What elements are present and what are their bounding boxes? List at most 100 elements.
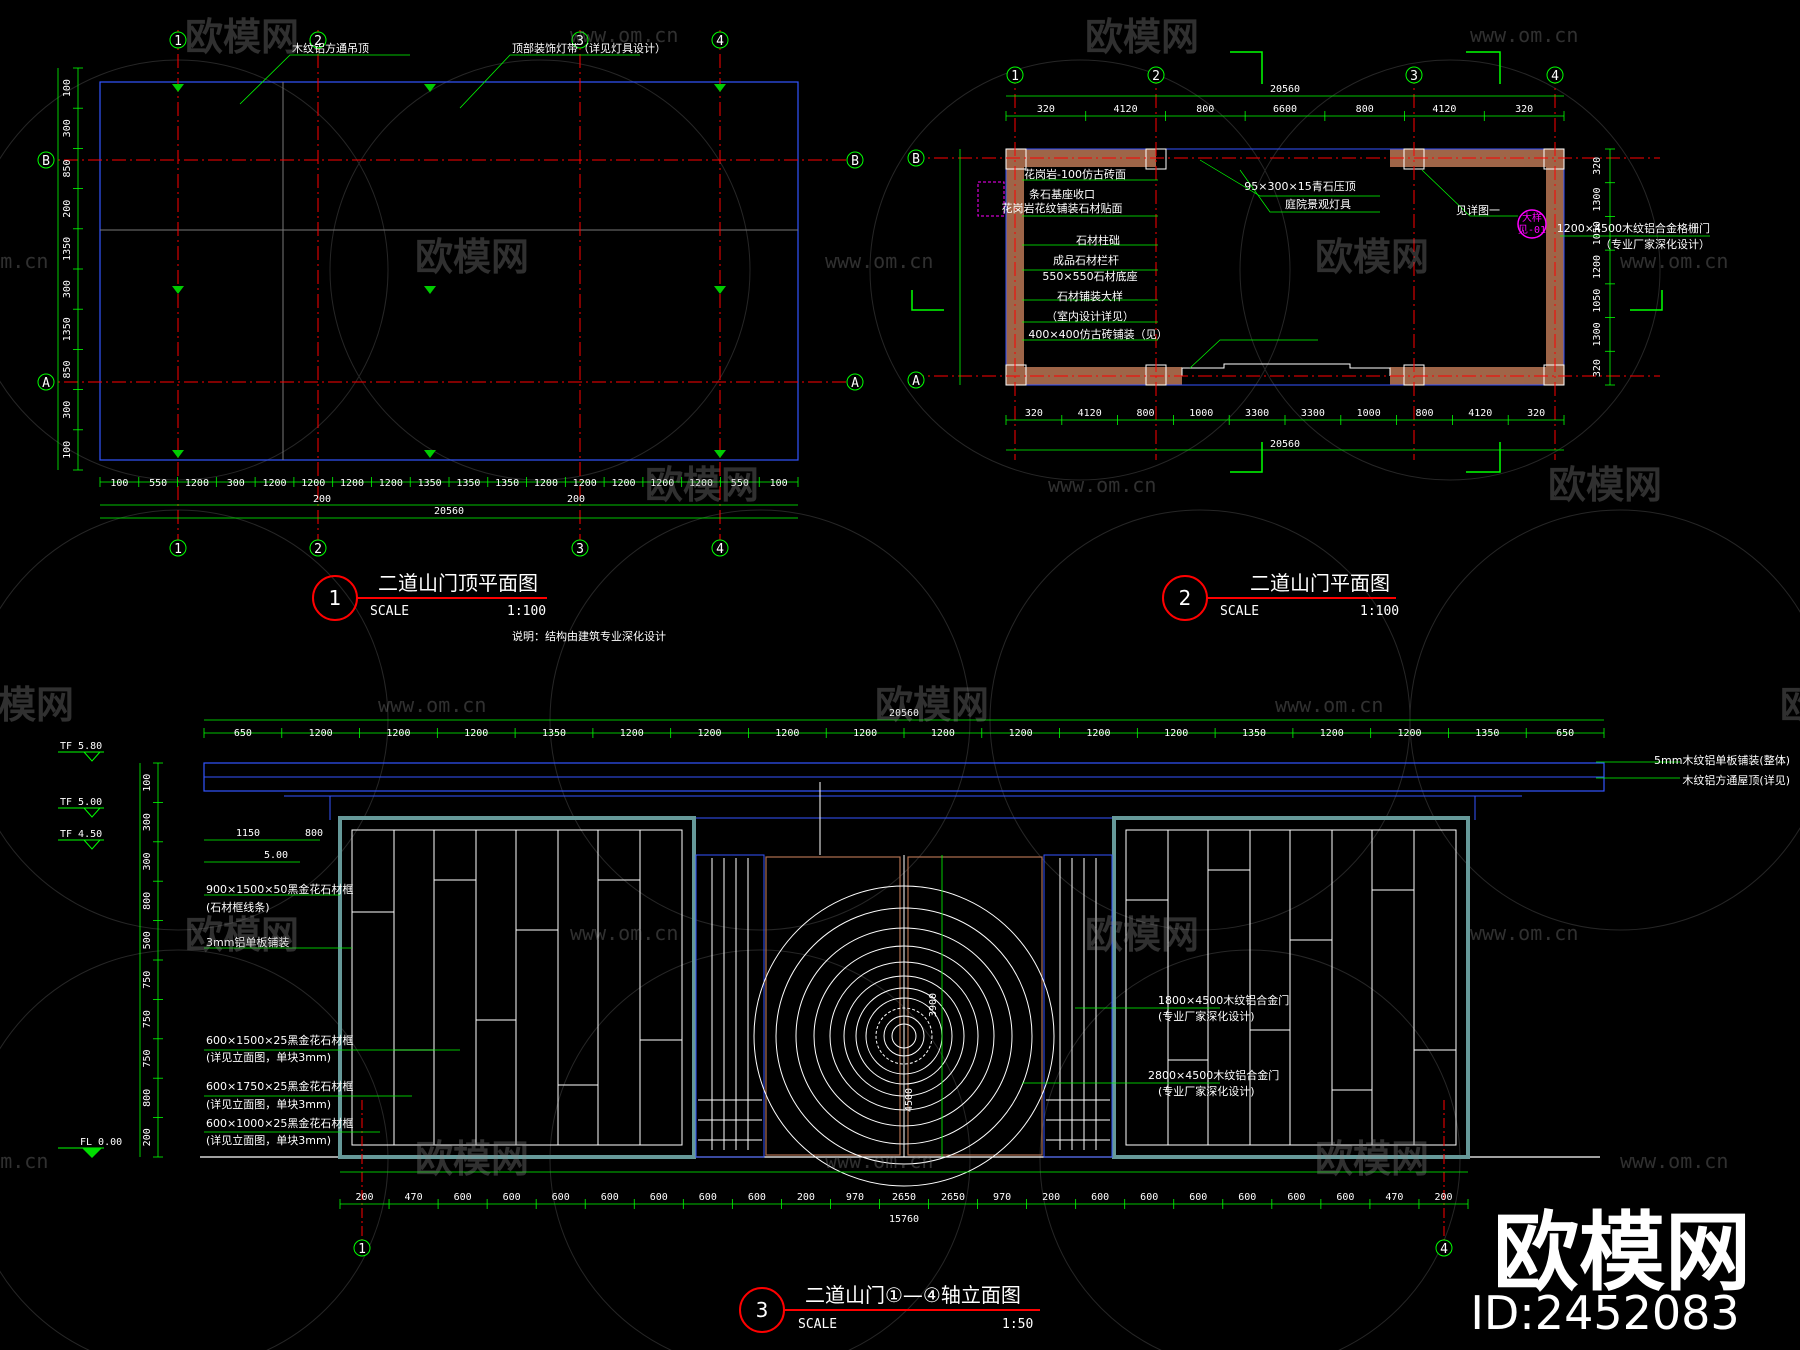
dim-value: 1350	[62, 317, 73, 341]
dim-value: 200	[1042, 1192, 1060, 1203]
dim-value: 1300	[1592, 322, 1603, 346]
roof-leader-label: 木纹铝方通吊顶	[292, 41, 369, 55]
elevation-label-left: 600×1750×25黑金花石材框	[206, 1079, 353, 1093]
dim-value: 1200	[1009, 728, 1033, 739]
roof-leader-label: 顶部装饰灯带（详见灯具设计）	[512, 41, 666, 55]
dim-value: 300	[62, 119, 73, 137]
watermark-url: www.om.cn	[570, 921, 678, 945]
plan-outline	[1005, 148, 1565, 386]
dim-value: 1200	[1320, 728, 1344, 739]
elevation-label-left: (石材框线条)	[206, 900, 270, 914]
dim-value: 4120	[1114, 104, 1138, 115]
dim-value: 850	[62, 360, 73, 378]
dim-value: 800	[1136, 408, 1154, 419]
dim-value: 1200	[573, 478, 597, 489]
dim-value: 6600	[1273, 104, 1297, 115]
dim-value: 800	[1415, 408, 1433, 419]
dim-value: 600	[1287, 1192, 1305, 1203]
dim-value: 1200	[262, 478, 286, 489]
dim-value: 300	[227, 478, 245, 489]
dim-value: 3300	[1301, 408, 1325, 419]
roof-plan-total-dim: 20560	[434, 506, 464, 517]
watermark-url: www.om.cn	[1048, 473, 1156, 497]
dim-value: 320	[1515, 104, 1533, 115]
elevation-total-dim: 15760	[889, 1214, 919, 1225]
scale-label: SCALE	[370, 604, 409, 619]
dim-value: 320	[1592, 359, 1603, 377]
axis-label-4: 4	[1551, 69, 1559, 84]
dim-value: 550	[149, 478, 167, 489]
roof-subdim: 200	[567, 494, 585, 505]
dim-value: 1000	[1189, 408, 1213, 419]
watermark-url: www.om.cn	[825, 249, 933, 273]
dim-value: 1200	[301, 478, 325, 489]
dim-value: 200	[142, 1128, 153, 1146]
dim-value: 600	[1140, 1192, 1158, 1203]
watermark-url: www.om.cn	[1620, 1149, 1728, 1173]
drawing-title: 二道山门①—④轴立面图	[805, 1283, 1021, 1307]
watermark-brand: 欧模网	[185, 913, 299, 957]
dim-value: 800	[1196, 104, 1214, 115]
dim-value: 600	[1189, 1192, 1207, 1203]
dim-value: 1200	[1592, 255, 1603, 279]
dim-value: 1200	[1086, 728, 1110, 739]
left-door-leaf	[765, 856, 901, 1156]
dim-value: 1000	[1357, 408, 1381, 419]
dim-value: 320	[1037, 104, 1055, 115]
dim-value: 750	[142, 1010, 153, 1028]
axis-label-2: 2	[314, 542, 322, 557]
axis-label-b: B	[851, 154, 859, 169]
axis-label-2: 2	[314, 34, 322, 49]
plan-label: 400×400仿古砖铺装（见）	[1028, 327, 1167, 341]
scale-label: SCALE	[1220, 604, 1259, 619]
dim-value: 970	[846, 1192, 864, 1203]
dim-value: 1350	[418, 478, 442, 489]
brand-id-text: ID:2452083	[1470, 1286, 1740, 1340]
dim-value: 1350	[1475, 728, 1499, 739]
dim-value: 1200	[379, 478, 403, 489]
axis-label-1: 1	[358, 1242, 366, 1257]
dim-value: 1350	[495, 478, 519, 489]
scale-value: 1:100	[1360, 604, 1399, 619]
plan-label: （室内设计详见）	[1046, 309, 1134, 323]
elevation-label-left: (详见立面图，单块3mm)	[206, 1133, 331, 1147]
plan-label: 花岗岩-100仿古砖面	[1024, 167, 1126, 181]
elevation-label-right: 1800×4500木纹铝合金门	[1158, 993, 1289, 1007]
dim-value: 4120	[1468, 408, 1492, 419]
elevation-label-right: (专业厂家深化设计)	[1158, 1009, 1255, 1023]
watermark-brand: 欧模网	[0, 683, 74, 727]
roof-subdim: 200	[313, 494, 331, 505]
plan-label: （专业厂家深化设计）	[1600, 237, 1710, 251]
dim-value: 1200	[775, 728, 799, 739]
dim-value: 1200	[386, 728, 410, 739]
watermark-brand: 欧模网	[415, 1137, 529, 1181]
drawing-number: 2	[1179, 586, 1192, 610]
dim-value: 100	[142, 774, 153, 792]
axis-label-b: B	[42, 154, 50, 169]
watermark-brand: 欧模网	[1085, 913, 1199, 957]
plan-label: 95×300×15青石压顶	[1244, 180, 1355, 193]
dim-value: 1350	[1242, 728, 1266, 739]
dim-value: 100	[110, 478, 128, 489]
dim-value: 100	[770, 478, 788, 489]
axis-label-4: 4	[1440, 1242, 1448, 1257]
watermark-brand: 欧模网	[1315, 1137, 1429, 1181]
watermark-url: www.om.cn	[0, 249, 48, 273]
roof-outline	[99, 81, 799, 461]
watermark-brand: 欧模网	[415, 235, 529, 279]
watermark-brand: 欧模网	[185, 15, 299, 59]
dim-value: 100	[62, 441, 73, 459]
dim-value: 1200	[931, 728, 955, 739]
dim-value: 800	[1356, 104, 1374, 115]
dim-value: 850	[62, 159, 73, 177]
watermark-text-layer: 欧模网欧模网欧模网欧模网欧模网欧模网欧模网欧模网欧模网欧模网欧模网欧模网欧模网w…	[0, 15, 1800, 1181]
axis-label-3: 3	[576, 34, 584, 49]
elevation-subdim: 1150	[236, 828, 260, 839]
dim-value: 800	[142, 892, 153, 910]
plan-label: 成品石材栏杆	[1053, 253, 1119, 267]
dim-value: 1200	[534, 478, 558, 489]
dim-value: 1200	[340, 478, 364, 489]
